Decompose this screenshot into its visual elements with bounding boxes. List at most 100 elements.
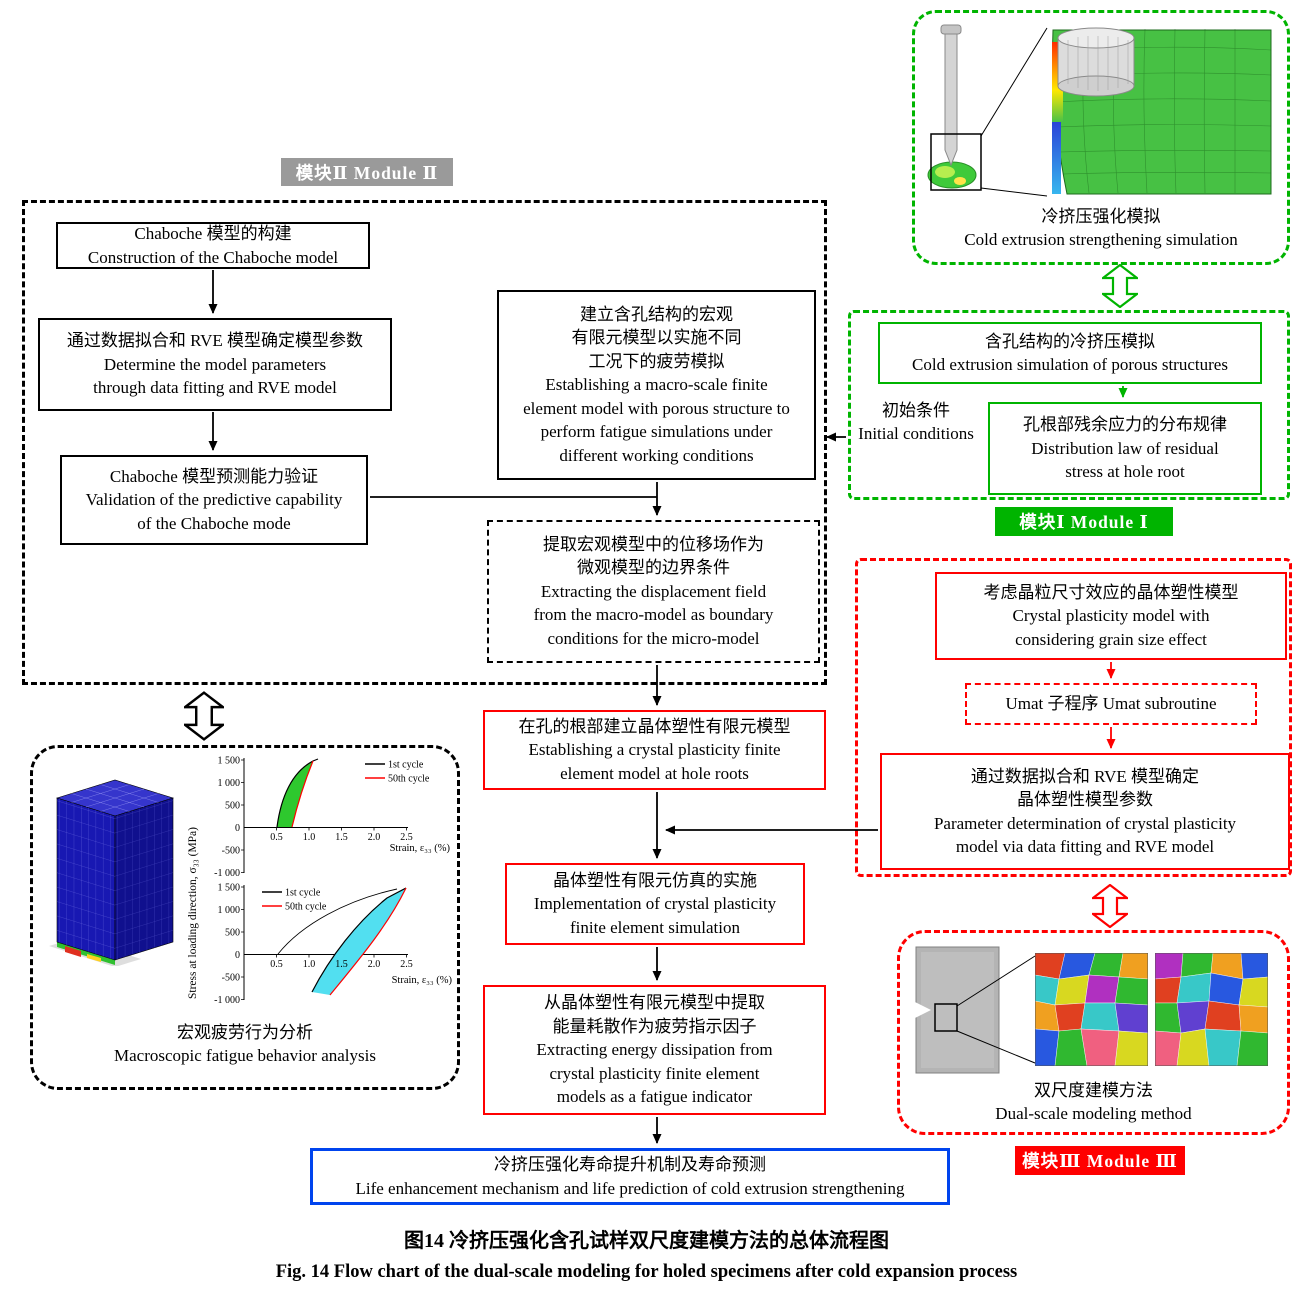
ytick: 0 [235, 950, 240, 961]
hysteresis-loop-cyan [312, 888, 406, 995]
figure-caption-en: Fig. 14 Flow chart of the dual-scale mod… [0, 1262, 1293, 1283]
module2-badge-label: 模块Ⅱ Module Ⅱ [295, 162, 439, 183]
legend-1st-cycle: 1st cycle [388, 760, 424, 771]
voronoi-grains-2 [1155, 953, 1268, 1066]
initial-conditions-text: 初始条件 Initial conditions [845, 399, 987, 445]
box-cp-simulation: 晶体塑性有限元仿真的实施 Implementation of crystal p… [505, 863, 805, 945]
box-chaboche-validation-label: Chaboche 模型预测能力验证 Validation of the pred… [85, 466, 343, 533]
ytick: 1 500 [218, 883, 241, 894]
legend-1st-cycle: 1st cycle [285, 888, 321, 899]
box-life-prediction-label: 冷挤压强化寿命提升机制及寿命预测 Life enhancement mechan… [355, 1155, 905, 1198]
xtick: 1.5 [335, 959, 348, 970]
box-extract-displacement-label: 提取宏观模型中的位移场作为 微观模型的边界条件 Extracting the d… [533, 534, 774, 648]
box-energy-dissipation-label: 从晶体塑性有限元模型中提取 能量耗散作为疲劳指示因子 Extracting en… [536, 993, 773, 1107]
xtick: 2.0 [368, 959, 381, 970]
box-macro-model: 建立含孔结构的宏观 有限元模型以实施不同 工况下的疲劳模拟 Establishi… [497, 290, 816, 480]
cube-top-mesh [71, 784, 159, 812]
box-chaboche-construction-label: Chaboche 模型的构建 Construction of the Chabo… [87, 224, 339, 267]
figure-caption-zh: 图14 冷挤压强化含孔试样双尺度建模方法的总体流程图 [0, 1224, 1293, 1253]
dual-scale-region [897, 930, 1290, 1135]
xtick: 0.5 [270, 832, 283, 843]
ytick: 1 000 [218, 905, 241, 916]
box-residual-stress: 孔根部残余应力的分布规律 Distribution law of residua… [988, 402, 1262, 495]
ytick: -1 000 [214, 995, 240, 1006]
module1-region [848, 310, 1290, 500]
ytick: 1 500 [218, 756, 241, 767]
figure-caption-zh-label: 图14 冷挤压强化含孔试样双尺度建模方法的总体流程图 [404, 1230, 889, 1252]
hysteresis-loop-green [277, 761, 313, 827]
box-model-parameters: 通过数据拟合和 RVE 模型确定模型参数 Determine the model… [38, 318, 392, 411]
module3-dualscale-double-arrow-icon [1092, 884, 1128, 928]
extrusion-mesh-detail [1052, 27, 1272, 195]
module3-region [855, 558, 1292, 877]
zoom-lines [980, 27, 1048, 197]
compressive-stress-band [1052, 122, 1061, 194]
plots-ylabel: Stress at loading direction, σ₃₃ (MPa) [187, 827, 199, 999]
module2-badge: 模块Ⅱ Module Ⅱ [281, 158, 453, 186]
mandrel-detail [1057, 27, 1135, 97]
legend-50th-cycle: 50th cycle [388, 774, 430, 785]
box-cp-model-at-hole: 在孔的根部建立晶体塑性有限元模型 Establishing a crystal … [483, 710, 826, 790]
module3-badge-label: 模块Ⅲ Module Ⅲ [1022, 1151, 1178, 1171]
sim-caption: 冷挤压强化模拟 Cold extrusion strengthening sim… [916, 202, 1286, 254]
zoom-source-rect [930, 133, 982, 191]
microstructure-image-2 [1155, 953, 1268, 1066]
macro-fem-model-image [49, 779, 175, 966]
cold-extrusion-simulation-image [927, 24, 1272, 197]
box-crystal-plasticity-model-label: 考虑晶粒尺寸效应的晶体塑性模型 Crystal plasticity model… [983, 582, 1239, 649]
mesh-grid-lines [1053, 28, 1272, 194]
box-cp-model-at-hole-label: 在孔的根部建立晶体塑性有限元模型 Establishing a crystal … [518, 716, 791, 783]
xtick: 2.5 [400, 832, 413, 843]
module1-badge: 模块Ⅰ Module Ⅰ [995, 507, 1173, 536]
xtick: 2.0 [368, 832, 381, 843]
zoom-source-rect-specimen [934, 1003, 958, 1032]
box-macro-model-label: 建立含孔结构的宏观 有限元模型以实施不同 工况下的疲劳模拟 Establishi… [523, 304, 790, 465]
microstructure-image-1 [1035, 953, 1148, 1066]
box-crystal-plasticity-model: 考虑晶粒尺寸效应的晶体塑性模型 Crystal plasticity model… [935, 572, 1287, 660]
box-umat-subroutine: Umat 子程序 Umat subroutine [965, 683, 1257, 725]
cold-extrusion-sim-region [912, 10, 1290, 265]
box-cold-extrusion-sim-label: 含孔结构的冷挤压模拟 Cold extrusion simulation of … [912, 331, 1228, 374]
box-energy-dissipation: 从晶体塑性有限元模型中提取 能量耗散作为疲劳指示因子 Extracting en… [483, 985, 826, 1115]
dual-scale-caption: 双尺度建模方法 Dual-scale modeling method [901, 1077, 1286, 1127]
xtick: 0.5 [270, 959, 283, 970]
ytick: 1 000 [218, 778, 241, 789]
ytick: 0 [235, 823, 240, 834]
module3-badge: 模块Ⅲ Module Ⅲ [1015, 1146, 1185, 1175]
plot2-xlabel: Strain, ε₃₃ (%) [392, 975, 453, 986]
module2-fatigue-double-arrow-icon [184, 691, 224, 741]
module1-sim-double-arrow-icon [1102, 264, 1138, 308]
macro-fatigue-region [30, 745, 460, 1090]
voronoi-grains-1 [1035, 953, 1148, 1066]
figure-caption-en-label: Fig. 14 Flow chart of the dual-scale mod… [275, 1262, 1018, 1282]
box-extract-displacement: 提取宏观模型中的位移场作为 微观模型的边界条件 Extracting the d… [487, 520, 820, 663]
box-residual-stress-label: 孔根部残余应力的分布规律 Distribution law of residua… [1023, 415, 1227, 482]
box-model-parameters-label: 通过数据拟合和 RVE 模型确定模型参数 Determine the model… [66, 331, 364, 398]
ytick: 500 [225, 928, 240, 939]
module1-badge-label: 模块Ⅰ Module Ⅰ [1019, 512, 1149, 532]
sim-caption-label: 冷挤压强化模拟 Cold extrusion strengthening sim… [964, 206, 1238, 249]
specimen-image [915, 946, 1000, 1074]
xtick: 1.0 [303, 959, 316, 970]
mandrel-pin [940, 24, 962, 167]
plot1-xlabel: Strain, ε₃₃ (%) [390, 843, 451, 854]
deformed-zone [927, 161, 977, 189]
plot-cycle-1: 1 500 1 000 500 0 -500 -1 000 0.5 1.0 1.… [214, 756, 450, 880]
box-chaboche-validation: Chaboche 模型预测能力验证 Validation of the pred… [60, 455, 368, 545]
macro-fatigue-caption-label: 宏观疲劳行为分析 Macroscopic fatigue behavior an… [114, 1022, 376, 1065]
xtick: 2.5 [400, 959, 413, 970]
xtick: 1.0 [303, 832, 316, 843]
box-cp-parameters-label: 通过数据拟合和 RVE 模型确定 晶体塑性模型参数 Parameter dete… [933, 766, 1237, 856]
module2-region [22, 200, 827, 685]
plot-cycle-50: 1 500 1 000 500 0 -500 -1 000 0.5 1.0 1.… [214, 883, 452, 1007]
box-chaboche-construction: Chaboche 模型的构建 Construction of the Chabo… [56, 222, 370, 269]
dual-scale-caption-label: 双尺度建模方法 Dual-scale modeling method [995, 1080, 1192, 1123]
box-life-prediction: 冷挤压强化寿命提升机制及寿命预测 Life enhancement mechan… [310, 1148, 950, 1205]
box-cp-simulation-label: 晶体塑性有限元仿真的实施 Implementation of crystal p… [533, 870, 777, 937]
legend-50th-cycle: 50th cycle [285, 902, 327, 913]
macro-fatigue-caption: 宏观疲劳行为分析 Macroscopic fatigue behavior an… [40, 1016, 450, 1072]
initial-conditions-label: 初始条件 Initial conditions [858, 400, 974, 443]
xtick: 1.5 [335, 832, 348, 843]
ytick: -1 000 [214, 868, 240, 879]
